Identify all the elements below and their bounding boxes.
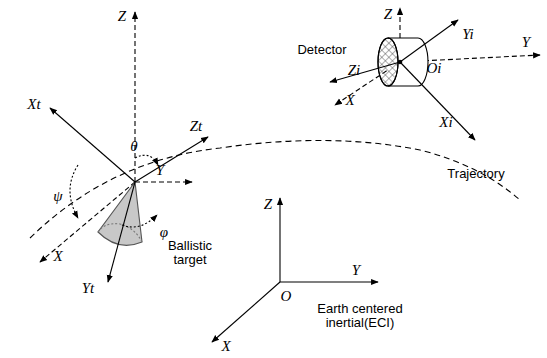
angle-label: φ <box>160 224 168 241</box>
axis-label: Z <box>118 8 126 25</box>
origin-label: Oi <box>427 60 442 77</box>
axis-label: Y <box>352 262 360 279</box>
axis-label: Zt <box>190 118 203 135</box>
frame-caption: Earth centered inertial(ECI) <box>305 302 415 331</box>
origin-label: O <box>281 288 292 305</box>
detector-caption: Detector <box>297 43 346 57</box>
axis-label: Zi <box>348 62 361 79</box>
axis-label: Y <box>156 162 164 179</box>
axis-label: Y <box>522 34 530 51</box>
axis-label: X <box>221 338 230 355</box>
axis-label: X <box>53 248 62 265</box>
axis-label: Xt <box>27 96 40 113</box>
axis-label: Z <box>264 196 272 213</box>
angle-label: θ <box>130 138 137 155</box>
axis-label: Yt <box>82 280 95 297</box>
axis-label: Z <box>384 6 392 23</box>
axis-label: Xi <box>439 114 452 131</box>
axis-label: Yi <box>462 26 473 43</box>
target-caption: Ballistic target <box>155 239 225 268</box>
angle-label: ψ <box>53 188 62 205</box>
trajectory-caption: Trajectory <box>447 167 504 181</box>
axis-label: X <box>345 92 354 109</box>
